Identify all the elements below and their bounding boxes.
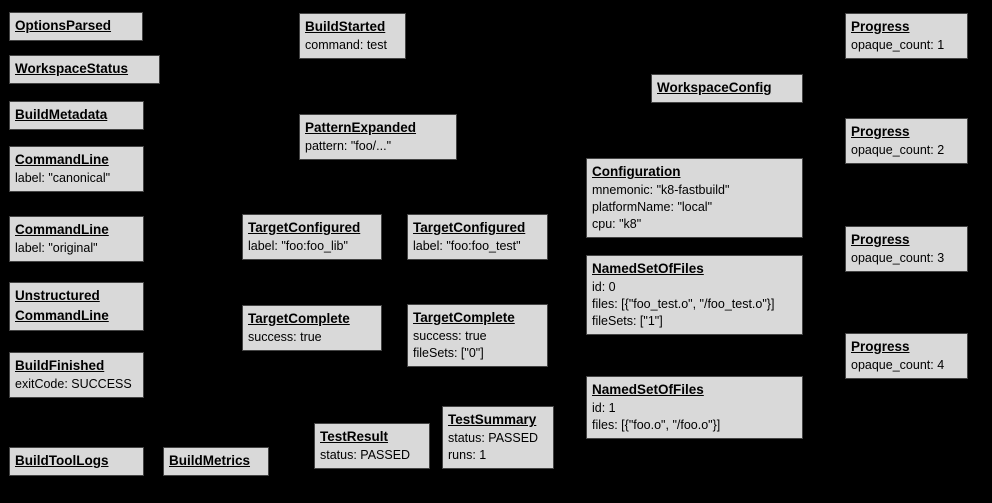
node-title: BuildStarted (305, 19, 386, 34)
node-field: opaque_count: 2 (851, 143, 945, 157)
node-field: id: 0 (592, 280, 616, 294)
node-target-configured-foo-lib: TargetConfigured label: "foo:foo_lib" (242, 214, 382, 260)
node-field: opaque_count: 1 (851, 38, 945, 52)
node-title: TargetComplete (248, 311, 350, 326)
node-title: TestResult (320, 429, 389, 444)
node-field: command: test (305, 38, 387, 52)
node-title: BuildToolLogs (15, 453, 109, 468)
node-field: files: [{"foo_test.o", "/foo_test.o"}] (592, 297, 775, 311)
node-field: fileSets: ["0"] (413, 346, 484, 360)
node-field: status: PASSED (320, 448, 411, 462)
node-pattern-expanded: PatternExpanded pattern: "foo/..." (299, 114, 457, 160)
node-field: label: "foo:foo_lib" (248, 239, 348, 253)
node-title: PatternExpanded (305, 120, 417, 135)
node-field: fileSets: ["1"] (592, 314, 663, 328)
node-field: opaque_count: 4 (851, 358, 945, 372)
node-title: TargetComplete (413, 310, 515, 325)
node-title: TargetConfigured (248, 220, 361, 235)
node-progress-2: Progress opaque_count: 2 (845, 118, 968, 164)
node-title: CommandLine (15, 222, 109, 237)
node-field: label: "foo:foo_test" (413, 239, 521, 253)
node-title: Progress (851, 124, 910, 139)
node-title: WorkspaceStatus (15, 61, 129, 76)
node-title: Unstructured CommandLine (15, 288, 109, 323)
node-title: BuildMetadata (15, 107, 108, 122)
node-workspace-config: WorkspaceConfig (651, 74, 803, 103)
node-build-finished: BuildFinished exitCode: SUCCESS (9, 352, 144, 398)
node-title: NamedSetOfFiles (592, 261, 704, 276)
node-field: status: PASSED (448, 431, 539, 445)
node-named-set-of-files-1: NamedSetOfFiles id: 1 files: [{"foo.o", … (586, 376, 803, 439)
node-title: TargetConfigured (413, 220, 526, 235)
node-build-metrics: BuildMetrics (163, 447, 269, 476)
node-field: runs: 1 (448, 448, 487, 462)
node-field: platformName: "local" (592, 200, 713, 214)
node-title: BuildMetrics (169, 453, 251, 468)
node-configuration: Configuration mnemonic: "k8-fastbuild" p… (586, 158, 803, 238)
node-title: Configuration (592, 164, 681, 179)
node-title: Progress (851, 339, 910, 354)
node-command-line-original: CommandLine label: "original" (9, 216, 144, 262)
node-field: id: 1 (592, 401, 616, 415)
node-options-parsed: OptionsParsed (9, 12, 143, 41)
node-test-summary: TestSummary status: PASSED runs: 1 (442, 406, 554, 469)
node-field: pattern: "foo/..." (305, 139, 392, 153)
node-target-configured-foo-test: TargetConfigured label: "foo:foo_test" (407, 214, 548, 260)
node-field: success: true (248, 330, 322, 344)
node-test-result: TestResult status: PASSED (314, 423, 430, 469)
node-field: mnemonic: "k8-fastbuild" (592, 183, 730, 197)
node-title: CommandLine (15, 152, 109, 167)
node-progress-1: Progress opaque_count: 1 (845, 13, 968, 59)
node-field: opaque_count: 3 (851, 251, 945, 265)
node-progress-4: Progress opaque_count: 4 (845, 333, 968, 379)
node-build-started: BuildStarted command: test (299, 13, 406, 59)
node-field: files: [{"foo.o", "/foo.o"}] (592, 418, 721, 432)
node-named-set-of-files-0: NamedSetOfFiles id: 0 files: [{"foo_test… (586, 255, 803, 335)
node-progress-3: Progress opaque_count: 3 (845, 226, 968, 272)
node-field: cpu: "k8" (592, 217, 642, 231)
node-unstructured-command-line: Unstructured CommandLine (9, 282, 144, 331)
node-field: exitCode: SUCCESS (15, 377, 132, 391)
node-title: WorkspaceConfig (657, 80, 772, 95)
node-workspace-status: WorkspaceStatus (9, 55, 160, 84)
node-build-tool-logs: BuildToolLogs (9, 447, 144, 476)
node-title: BuildFinished (15, 358, 105, 373)
node-target-complete-foo-lib: TargetComplete success: true (242, 305, 382, 351)
node-title: Progress (851, 232, 910, 247)
node-title: TestSummary (448, 412, 537, 427)
node-title: OptionsParsed (15, 18, 112, 33)
node-field: label: "original" (15, 241, 98, 255)
node-field: success: true (413, 329, 487, 343)
node-build-metadata: BuildMetadata (9, 101, 144, 130)
node-field: label: "canonical" (15, 171, 111, 185)
node-command-line-canonical: CommandLine label: "canonical" (9, 146, 144, 192)
node-title: Progress (851, 19, 910, 34)
node-target-complete-foo-test: TargetComplete success: true fileSets: [… (407, 304, 548, 367)
node-title: NamedSetOfFiles (592, 382, 704, 397)
